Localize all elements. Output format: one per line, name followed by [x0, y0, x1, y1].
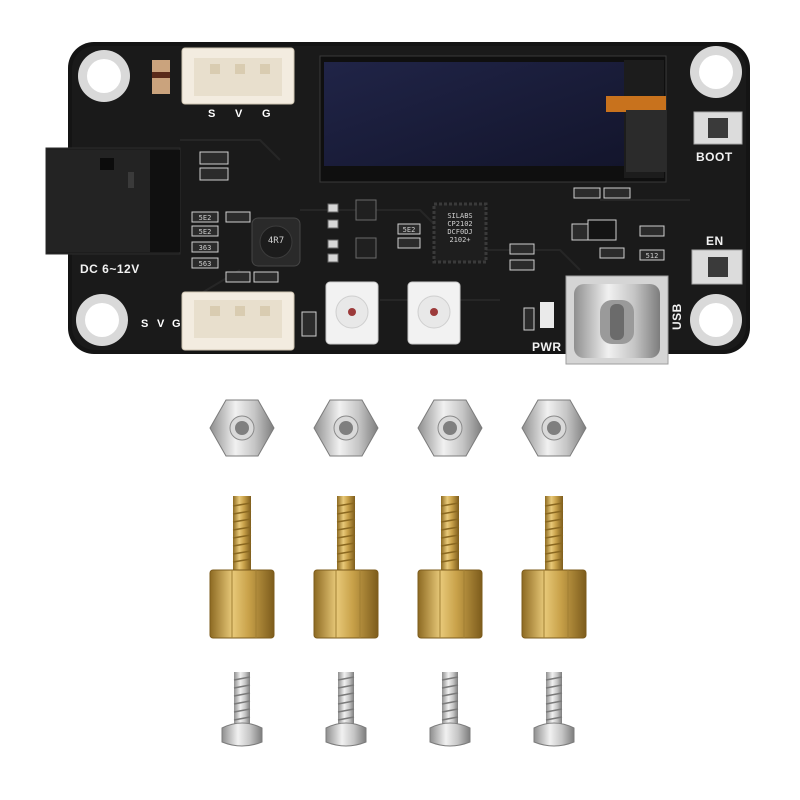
smd-mark-5: 512: [645, 252, 659, 260]
ic-line-2: CP2102: [447, 220, 473, 228]
transistors: [327, 199, 377, 263]
ic-line-1: SILABS: [447, 212, 473, 220]
boot-label: BOOT: [696, 150, 733, 164]
top-pin-v: V: [235, 108, 243, 120]
usb-bridge-ic: [432, 202, 488, 264]
dc-input-label: DC 6~12V: [80, 262, 140, 276]
smd-mark-4: 563: [198, 260, 212, 268]
bottom-jst-connector: [181, 291, 295, 351]
oled-display: [319, 55, 667, 183]
screw-4: [533, 672, 575, 747]
standoff-2: [313, 496, 379, 639]
nut-1: [209, 399, 275, 457]
screw-1: [221, 672, 263, 747]
diode-band: [152, 72, 170, 78]
en-label: EN: [706, 234, 724, 248]
standoff-4: [521, 496, 587, 639]
nut-2: [313, 399, 379, 457]
ic-marking: SILABS CP2102 DCF0DJ 2102+: [436, 212, 484, 244]
usb-label: USB: [670, 303, 684, 330]
smd-mark-3: 363: [198, 244, 212, 252]
smd-mark-6: 5E2: [402, 226, 416, 234]
top-jst-connector: [181, 47, 295, 105]
nut-3: [417, 399, 483, 457]
mounting-hole-tr: [690, 46, 742, 98]
screw-2: [325, 672, 367, 747]
standoff-3: [417, 496, 483, 639]
resistor: [523, 307, 535, 331]
dc-power-jack: [45, 147, 181, 255]
bottom-pin-s: S: [141, 318, 149, 330]
bottom-pin-g: G: [172, 318, 181, 330]
screw-3: [429, 672, 471, 747]
smd-components: [191, 151, 665, 283]
rgb-led-1: [325, 281, 379, 345]
smd-mark-1: 5E2: [198, 214, 212, 222]
mounting-hole-br: [690, 294, 742, 346]
en-button[interactable]: [691, 249, 743, 285]
bottom-pin-v: V: [157, 318, 165, 330]
top-pin-s: S: [208, 108, 216, 120]
inductor: [251, 217, 301, 267]
top-pin-g: G: [262, 108, 271, 120]
standoff-1: [209, 496, 275, 639]
ic-line-4: 2102+: [449, 236, 471, 244]
mounting-hole-bl: [76, 294, 128, 346]
rgb-led-2: [407, 281, 461, 345]
ic-line-3: DCF0DJ: [447, 228, 473, 236]
resistor-2: [301, 311, 317, 337]
usb-c-port: [565, 275, 669, 365]
pwr-label: PWR: [532, 340, 562, 354]
nut-4: [521, 399, 587, 457]
mounting-hole-tl: [78, 50, 130, 102]
smd-mark-2: 5E2: [198, 228, 212, 236]
power-led: [540, 302, 554, 328]
boot-button[interactable]: [693, 111, 743, 145]
inductor-marking: 4R7: [267, 236, 285, 246]
